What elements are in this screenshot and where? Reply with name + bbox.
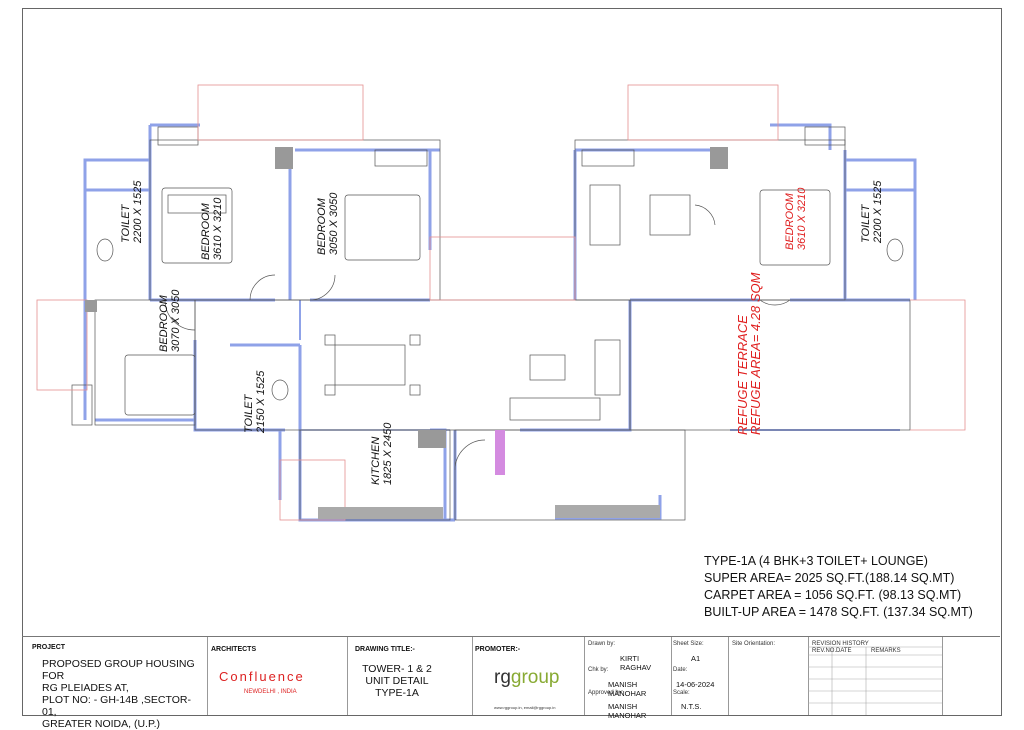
revision-cell: REVISION HISTORY REV.NO. DATE REMARKS <box>808 637 943 715</box>
super-area: SUPER AREA= 2025 SQ.FT.(188.14 SQ.MT) <box>704 571 955 585</box>
promoter-footer: www.rggroup.in, email@rggroup.in <box>494 705 556 710</box>
architects-cell: ARCHITECTS Confluence NEWDELHI , INDIA <box>207 637 348 715</box>
project-lines: PROPOSED GROUP HOUSING FOR RG PLEIADES A… <box>42 658 195 730</box>
scale: N.T.S. <box>681 702 702 711</box>
approved-by: MANISH MANOHAR <box>608 702 647 720</box>
drawing-title: TOWER- 1 & 2 UNIT DETAIL TYPE-1A <box>362 663 432 699</box>
promoter-label: PROMOTER:- <box>475 646 521 653</box>
sheet-info-cell: Sheet Size: A1 Date: 14-06-2024 Scale: N… <box>671 637 729 715</box>
architect-logo: Confluence <box>219 669 305 684</box>
title-block: PROJECT PROPOSED GROUP HOUSING FOR RG PL… <box>22 636 1000 730</box>
drawing-sheet <box>22 8 1002 716</box>
promoter-cell: PROMOTER:- rggroup www.rggroup.in, email… <box>472 637 585 715</box>
area-summary: TYPE-1A (4 BHK+3 TOILET+ LOUNGE) SUPER A… <box>704 553 973 621</box>
orientation-cell: Site Orientation: <box>728 637 809 715</box>
drawing-title-label: DRAWING TITLE:- <box>355 646 415 653</box>
checked-by: MANISH MANOHAR <box>608 680 647 698</box>
drawn-by: KIRTI RAGHAV <box>620 654 652 672</box>
sheet-size: A1 <box>691 654 701 663</box>
date: 14-06-2024 <box>676 680 715 689</box>
floor-plan <box>36 84 966 522</box>
promoter-logo: rggroup <box>494 667 560 688</box>
project-cell: PROJECT PROPOSED GROUP HOUSING FOR RG PL… <box>22 637 208 730</box>
architects-label: ARCHITECTS <box>211 646 257 653</box>
architect-city: NEWDELHI , INDIA <box>244 689 297 695</box>
drawn-by-cell: Drawn by: KIRTI RAGHAV Chk by: MANISH MA… <box>584 637 672 720</box>
carpet-area: CARPET AREA = 1056 SQ.FT. (98.13 SQ.MT) <box>704 588 962 602</box>
revision-label: REVISION HISTORY <box>812 641 869 647</box>
unit-type: TYPE-1A (4 BHK+3 TOILET+ LOUNGE) <box>704 554 928 568</box>
project-label: PROJECT <box>32 644 66 651</box>
orientation-label: Site Orientation: <box>732 641 776 647</box>
builtup-area: BUILT-UP AREA = 1478 SQ.FT. (137.34 SQ.M… <box>704 605 973 619</box>
drawing-title-cell: DRAWING TITLE:- TOWER- 1 & 2 UNIT DETAIL… <box>347 637 473 715</box>
revision-grid <box>808 646 942 715</box>
